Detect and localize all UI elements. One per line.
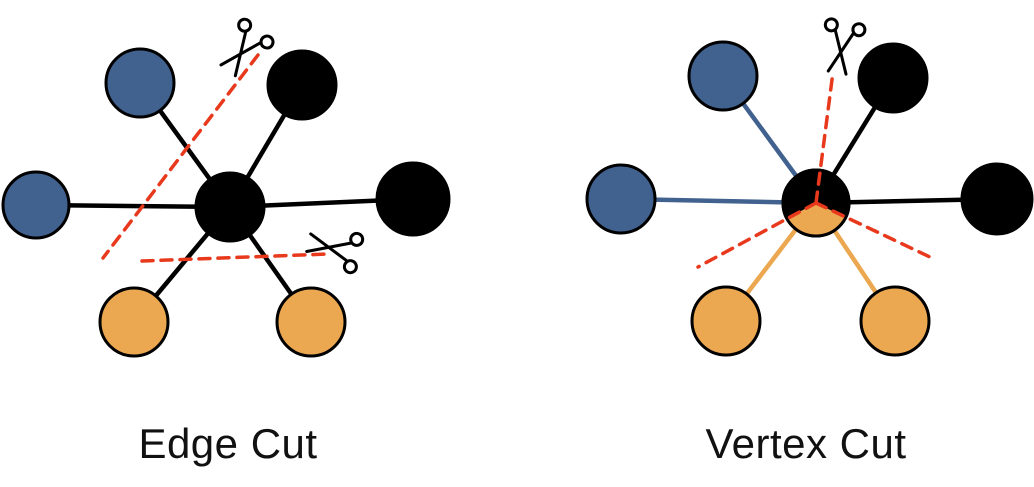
vertex-cut-center-wedge [786, 203, 846, 237]
vertex-cut-node-bottom-right [859, 285, 931, 357]
edge-cut-diagram [1, 17, 451, 358]
vertex-cut-cut-line-3 [814, 201, 934, 260]
vertex-cut-diagram [585, 17, 1034, 357]
edge-cut-node-right [375, 161, 451, 237]
vertex-cut-center-outline [781, 168, 851, 238]
edge-cut-node-bottom-right [275, 286, 347, 358]
edge-cut-node-top-left [104, 47, 176, 119]
vertex-cut-node-top-left [687, 40, 759, 112]
edge-cut-scissors-icon-2 [305, 231, 365, 275]
vertex-cut-cut-line-1 [814, 70, 835, 205]
edge-cut-node-bottom-left [98, 286, 170, 358]
edge-cut-cut-line-1 [101, 53, 260, 260]
edge-cut-cut-line-2 [140, 252, 330, 263]
vertex-cut-node-top-right [857, 42, 929, 114]
edge-cut-scissors-icon-1 [219, 17, 275, 78]
edge-cut-node-center [194, 171, 266, 243]
vertex-cut-node-right [960, 162, 1034, 236]
vertex-cut-cut-line-2 [696, 201, 818, 269]
vertex-cut-node-bottom-left [690, 285, 762, 357]
edge-cut-node-left [1, 170, 71, 240]
edge-cut-node-top-right [266, 49, 338, 121]
vertex-cut-node-left [585, 163, 657, 235]
vertex-cut-scissors-icon-1 [823, 17, 867, 76]
vertex-cut-label: Vertex Cut [705, 420, 907, 467]
edge-cut-label: Edge Cut [138, 420, 318, 467]
